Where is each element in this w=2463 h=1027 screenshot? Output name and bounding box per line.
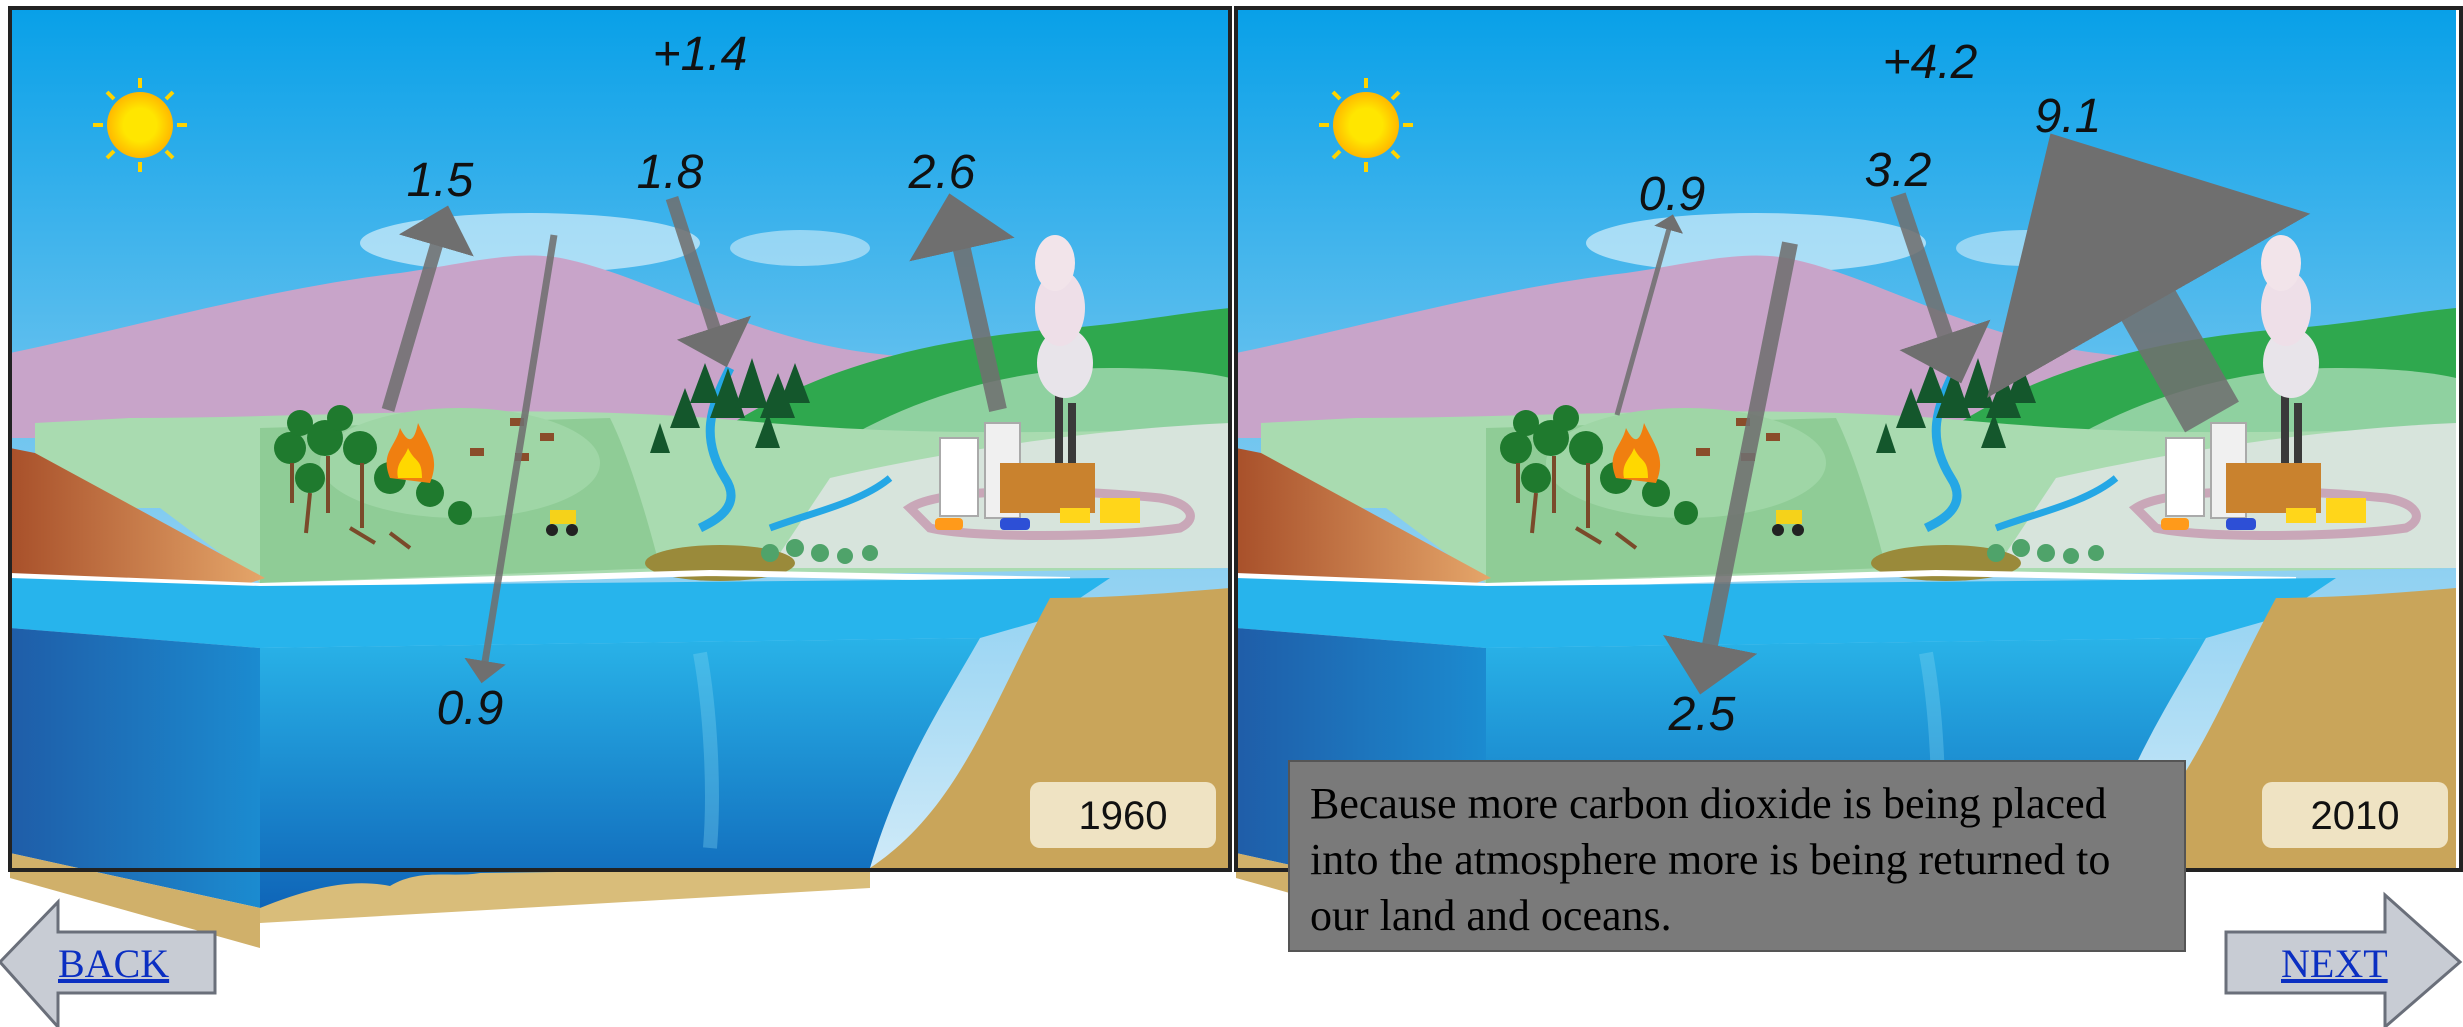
- flux-arrow-2010-ocean-uptake: [1663, 241, 1798, 695]
- caption-box: Because more carbon dioxide is being pla…: [1288, 760, 2186, 952]
- year-badge-2010: [2262, 782, 2448, 848]
- panel-frame-1960: [8, 6, 1232, 872]
- flux-arrow-2010-land-use: [1614, 214, 1684, 416]
- flux-label-1960-land-uptake: 1.8: [637, 146, 704, 199]
- atmosphere-change-2010: +4.2: [1883, 36, 1978, 89]
- flux-arrow-2010-fossil-fuel: [1987, 133, 2311, 433]
- back-arrow-icon[interactable]: [0, 898, 217, 1027]
- flux-arrow-1960-land-use: [381, 205, 474, 412]
- year-label-2010: 2010: [2311, 794, 2400, 838]
- flux-arrow-1960-ocean-uptake: [464, 234, 558, 684]
- flux-arrow-2010-land-uptake: [1890, 192, 1991, 384]
- year-label-1960: 1960: [1079, 794, 1168, 838]
- atmosphere-change-1960: +1.4: [653, 28, 748, 81]
- flux-label-2010-ocean-uptake: 2.5: [1668, 688, 1736, 741]
- next-button[interactable]: NEXT: [2281, 941, 2388, 986]
- flux-label-1960-ocean-uptake: 0.9: [437, 682, 504, 735]
- panel-1960: +1.4 1.5 1.8 2.6 0.9 1960: [10, 8, 1230, 948]
- flux-arrow-1960-fossil-fuel: [909, 193, 1015, 412]
- year-badge-1960: [1030, 782, 1216, 848]
- flux-label-2010-land-uptake: 3.2: [1865, 144, 1932, 197]
- flux-label-1960-fossil-fuel: 2.6: [908, 146, 976, 199]
- back-button[interactable]: BACK: [58, 941, 170, 986]
- flux-label-1960-land-use: 1.5: [407, 154, 474, 207]
- flux-label-2010-fossil-fuel: 9.1: [2035, 90, 2102, 143]
- flux-arrow-1960-land-uptake: [665, 195, 752, 368]
- next-arrow-icon[interactable]: [2224, 891, 2463, 1027]
- flux-label-2010-land-use: 0.9: [1639, 168, 1706, 221]
